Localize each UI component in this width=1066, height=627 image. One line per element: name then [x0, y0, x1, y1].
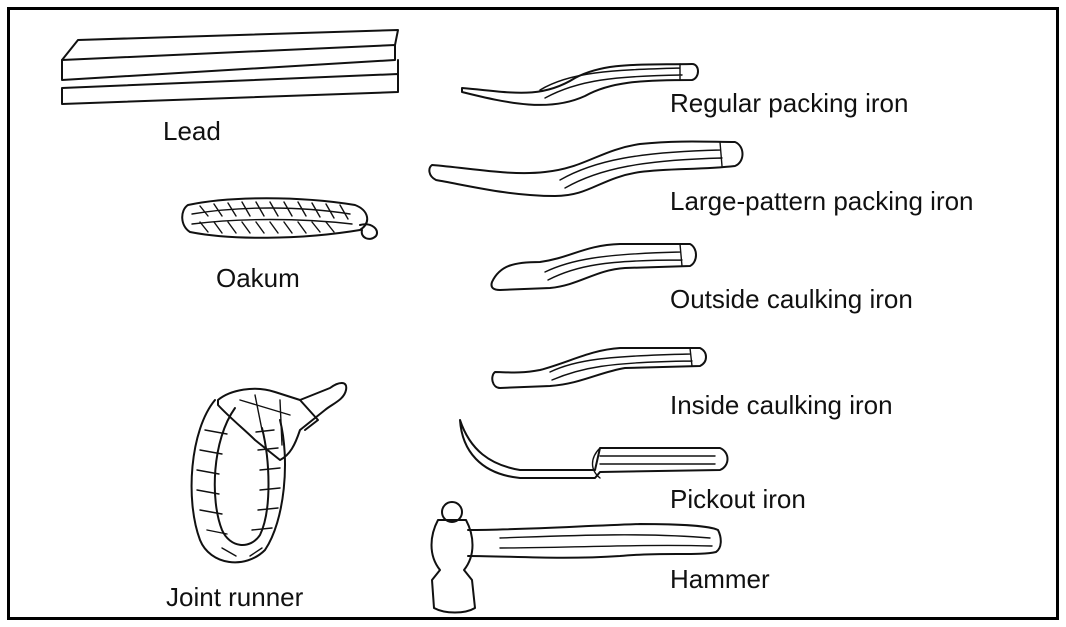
- large-pattern-packing-iron-label: Large-pattern packing iron: [670, 188, 974, 214]
- oakum-illustration: [182, 198, 377, 239]
- joint-runner-illustration: [192, 383, 347, 562]
- lead-label: Lead: [163, 118, 221, 144]
- hammer-label: Hammer: [670, 566, 770, 592]
- outside-caulking-iron-label: Outside caulking iron: [670, 286, 913, 312]
- joint-runner-label: Joint runner: [166, 584, 303, 610]
- oakum-label: Oakum: [216, 265, 300, 291]
- regular-packing-iron-label: Regular packing iron: [670, 90, 908, 116]
- pickout-iron-label: Pickout iron: [670, 486, 806, 512]
- lead-illustration: [62, 30, 398, 104]
- outside-caulking-iron-illustration: [491, 244, 696, 290]
- hammer-illustration: [432, 502, 721, 613]
- regular-packing-iron-illustration: [462, 64, 698, 105]
- inside-caulking-iron-illustration: [492, 348, 706, 388]
- inside-caulking-iron-label: Inside caulking iron: [670, 392, 893, 418]
- pickout-iron-illustration: [460, 420, 728, 478]
